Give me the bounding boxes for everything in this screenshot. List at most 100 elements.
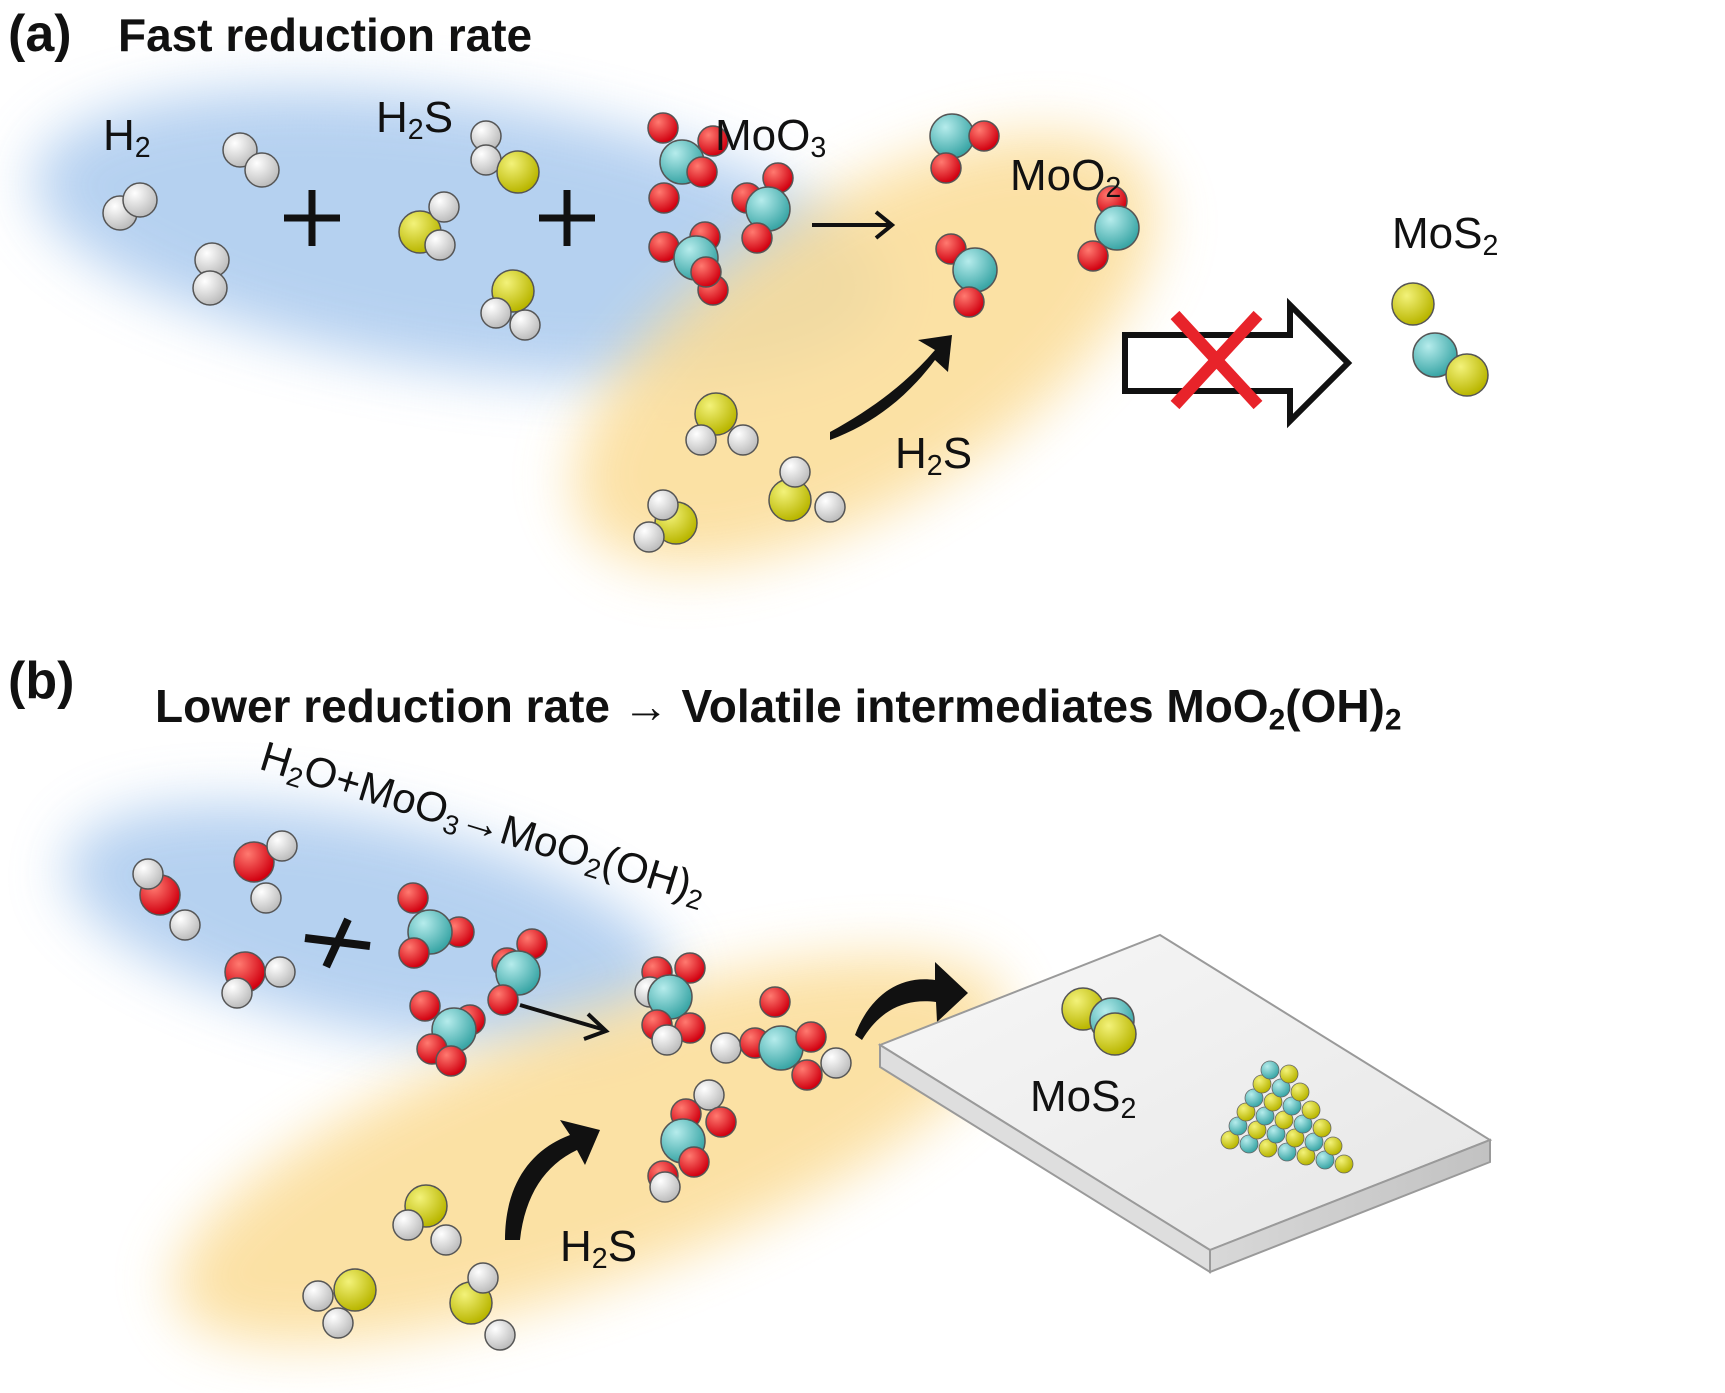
moo2-label: MoO2 (1010, 151, 1122, 205)
oxygen-atom (647, 112, 679, 144)
hydrogen-atom (480, 297, 512, 329)
plus-icon (284, 190, 340, 246)
oxygen-atom (1077, 240, 1109, 272)
moo3-molecule (409, 990, 486, 1077)
crystal-atom (1277, 1142, 1297, 1162)
oxygen-atom (648, 182, 680, 214)
crystal-atom (1304, 1132, 1324, 1152)
moo2oh2-molecule (710, 986, 852, 1091)
crystal-atom (1282, 1096, 1302, 1116)
hydrogen-atom (302, 1280, 334, 1312)
hydrogen-atom (392, 1209, 424, 1241)
hydrogen-atom (169, 909, 201, 941)
h2s-molecule (685, 392, 759, 456)
oxygen-atom (741, 222, 773, 254)
moo3-molecule (487, 928, 548, 1016)
h2-molecule (192, 242, 230, 306)
h2-molecule (222, 132, 280, 188)
crystal-atom (1236, 1102, 1256, 1122)
oxygen-atom (678, 1146, 710, 1178)
oxygen-atom (697, 125, 729, 157)
oxygen-atom (690, 256, 722, 288)
mos2-label: MoS2 (1392, 209, 1499, 263)
oxygen-atom (930, 152, 962, 184)
panel-a-tag: (a) (8, 5, 72, 63)
crystal-atom (1301, 1100, 1321, 1120)
crystal-atom (1239, 1134, 1259, 1154)
hydrogen-atom (266, 830, 298, 862)
plus-icon (539, 190, 595, 246)
reaction-arrow-icon (812, 210, 896, 240)
crystal-atom (1220, 1130, 1240, 1150)
h2-molecule (102, 182, 158, 231)
panel-a-product-cloud (574, 133, 1156, 567)
hydrogen-atom (264, 956, 296, 988)
crystal-atom (1323, 1136, 1343, 1156)
moo2-molecule (935, 233, 998, 318)
hydrogen-atom (647, 489, 679, 521)
mos2-crystal-cluster (1220, 1060, 1354, 1174)
crystal-atom (1290, 1082, 1310, 1102)
moo3-molecule (647, 112, 729, 214)
moo3-molecule (731, 162, 794, 254)
crystal-atom (1271, 1078, 1291, 1098)
h2o-molecule (233, 830, 298, 914)
sulfur-atom (1093, 1012, 1137, 1056)
mos2-on-substrate-label: MoS2 (1030, 1072, 1137, 1126)
panel-a-title: Fast reduction rate (118, 9, 533, 61)
molybdenum-atom (1412, 332, 1458, 378)
hydrogen-atom (244, 152, 280, 188)
hydrogen-atom (633, 521, 665, 553)
hydrogen-atom (693, 1079, 725, 1111)
h2s-arrow-label: H2S (895, 429, 973, 483)
crystal-atom (1279, 1064, 1299, 1084)
oxygen-atom (487, 984, 519, 1016)
h2s-molecule (392, 1184, 462, 1256)
oxygen-atom (409, 990, 441, 1022)
molybdenum-atom (1094, 205, 1140, 251)
crystal-atom (1274, 1110, 1294, 1130)
crystal-atom (1293, 1114, 1313, 1134)
reaction-arrow-icon (519, 1003, 610, 1041)
panel-b-title: Lower reduction rate → Volatile intermed… (155, 680, 1402, 737)
moo3-molecule (648, 221, 729, 306)
hydrogen-atom (649, 1171, 681, 1203)
hydrogen-atom (430, 1224, 462, 1256)
oxygen-atom (953, 286, 985, 318)
crystal-atom (1266, 1124, 1286, 1144)
hydrogen-atom (428, 191, 460, 223)
oxygen-atom (791, 1059, 823, 1091)
molybdenum-atom (495, 950, 541, 996)
sulfur-atom (333, 1268, 377, 1312)
h2s-arrow-label: H2S (560, 1222, 638, 1276)
crystal-atom (1312, 1118, 1332, 1138)
hydrogen-atom (484, 1319, 516, 1351)
h2s-molecule (633, 489, 698, 553)
hydrogen-atom (685, 424, 717, 456)
crystal-atom (1334, 1154, 1354, 1174)
crystal-atom (1263, 1092, 1283, 1112)
oxygen-atom (435, 1045, 467, 1077)
panel-b-tag: (b) (8, 652, 75, 710)
crystal-atom (1228, 1116, 1248, 1136)
crystal-atom (1247, 1120, 1267, 1140)
oxygen-atom (795, 1021, 827, 1053)
crystal-atom (1296, 1146, 1316, 1166)
oxygen-atom (686, 156, 718, 188)
h2s-molecule (398, 191, 460, 261)
hydrogen-atom (710, 1032, 742, 1064)
h2o-molecule (132, 858, 201, 941)
h2s-molecule (480, 269, 541, 341)
hydrogen-atom (779, 456, 811, 488)
hydrogen-atom (509, 309, 541, 341)
hydrogen-atom (820, 1047, 852, 1079)
red-x-icon (1170, 310, 1263, 410)
oxygen-atom (397, 882, 429, 914)
h2s-molecule (449, 1262, 516, 1351)
hydrogen-atom (132, 858, 164, 890)
mos2-molecule (1391, 282, 1489, 397)
curved-arrow-icon (830, 335, 952, 440)
crystal-atom (1244, 1088, 1264, 1108)
crystal-atom (1285, 1128, 1305, 1148)
